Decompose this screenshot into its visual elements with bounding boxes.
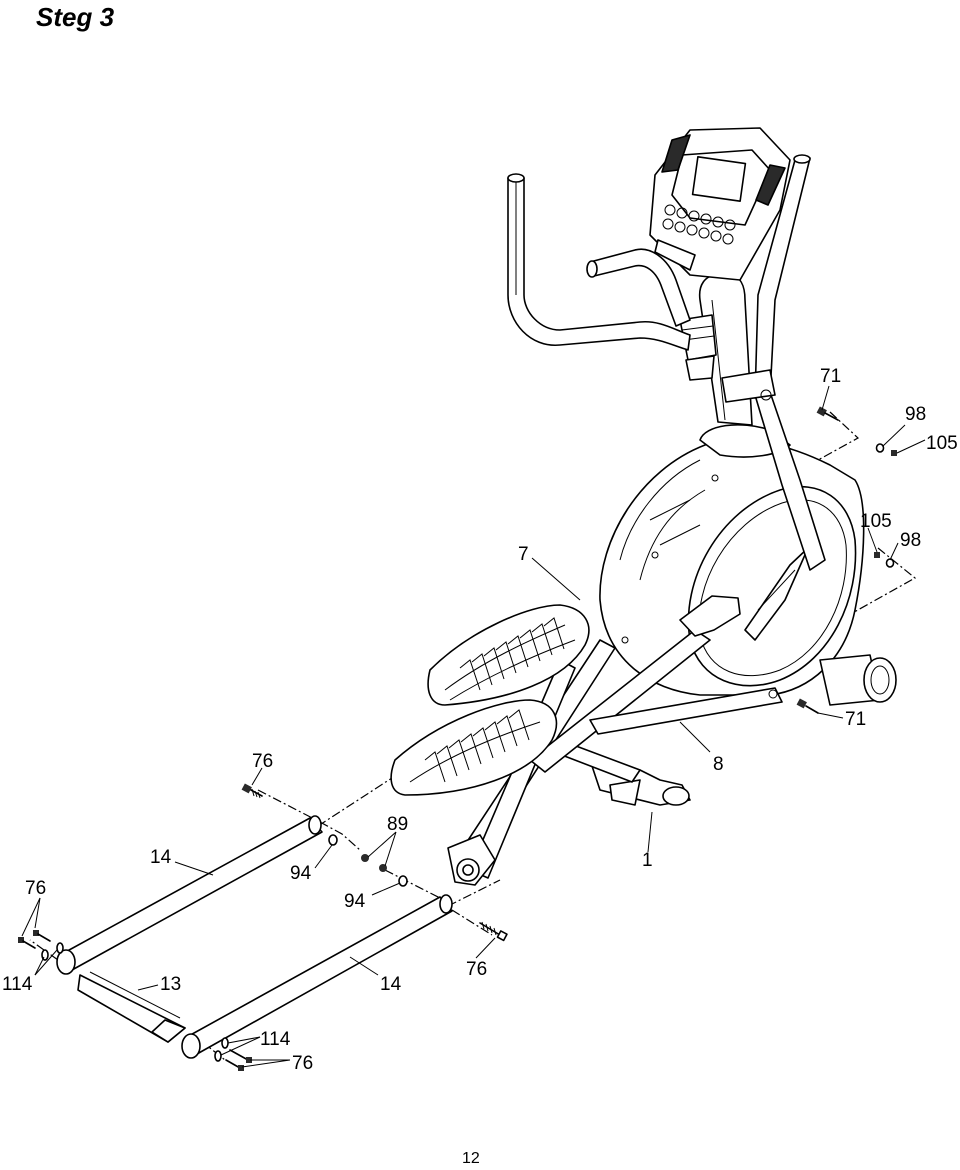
callout-94-left: 94 xyxy=(290,863,312,884)
pedal-rear-treads xyxy=(459,617,565,691)
front-stabilizer xyxy=(56,815,453,1059)
callout-14-lower: 14 xyxy=(380,974,402,995)
nut-105-mid xyxy=(874,552,880,558)
bolt-71-right xyxy=(796,698,819,714)
console xyxy=(649,127,791,281)
callout-114-left: 114 xyxy=(2,974,33,995)
washer-94-left xyxy=(328,834,338,846)
callout-1: 1 xyxy=(642,850,653,871)
washer-98-top xyxy=(875,443,885,453)
callout-76-mid: 76 xyxy=(252,751,273,772)
callout-7: 7 xyxy=(518,544,529,565)
pedal-front-treads xyxy=(424,709,530,783)
callout-labels: 71 98 105 105 98 7 71 8 76 89 14 1 94 94… xyxy=(2,366,958,1074)
pedal-front xyxy=(390,699,558,796)
console-mast xyxy=(679,274,753,426)
right-handlebar xyxy=(721,154,826,571)
leader-lines xyxy=(21,385,926,1068)
pedal-rear xyxy=(427,604,590,706)
bolts-76-bottom xyxy=(225,1049,252,1071)
console-keypad xyxy=(662,204,736,245)
washer-114-bottom-b xyxy=(214,1050,222,1062)
washer-94-mid xyxy=(398,875,408,887)
callout-98-top: 98 xyxy=(905,404,926,425)
callout-14-upper: 14 xyxy=(150,847,172,868)
frame-body xyxy=(599,424,897,706)
page-number: 12 xyxy=(462,1150,480,1167)
page-title: Steg 3 xyxy=(36,2,115,32)
callout-105-top: 105 xyxy=(926,433,958,454)
nut-105-top xyxy=(891,450,897,456)
callout-76-front: 76 xyxy=(466,959,487,980)
callout-94-mid: 94 xyxy=(344,891,366,912)
callout-71-right: 71 xyxy=(845,709,866,730)
nut-89-left xyxy=(361,854,369,862)
callout-13: 13 xyxy=(160,974,181,995)
nut-89-right xyxy=(379,864,387,872)
washer-98-mid xyxy=(885,558,895,568)
bolt-71-top xyxy=(816,406,839,421)
upper-arm-grip xyxy=(586,248,691,327)
hardware xyxy=(18,406,897,1071)
callout-76-left: 76 xyxy=(25,878,46,899)
left-handlebar xyxy=(507,173,691,351)
washer-114-bottom-a xyxy=(221,1037,229,1049)
washer-114-left-a xyxy=(56,942,64,954)
bolt-76-front xyxy=(479,921,508,942)
callout-105-mid: 105 xyxy=(860,511,892,532)
bolt-76-mid xyxy=(241,783,263,799)
callout-8: 8 xyxy=(713,754,724,775)
callout-89: 89 xyxy=(387,814,408,835)
bolts-76-left xyxy=(18,930,51,949)
callout-76-bottom: 76 xyxy=(292,1053,313,1074)
callout-98-mid: 98 xyxy=(900,530,921,551)
assembly-guide-lines xyxy=(29,411,917,1061)
callout-114-bottom: 114 xyxy=(260,1029,291,1050)
callout-71-top: 71 xyxy=(820,366,841,387)
